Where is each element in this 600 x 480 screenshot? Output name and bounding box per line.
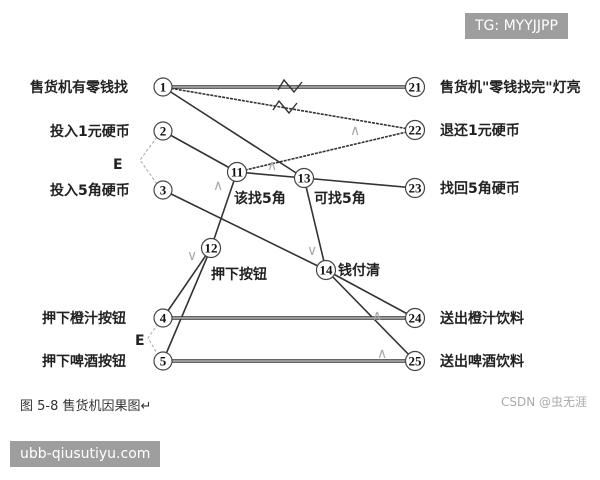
node-2: [153, 121, 173, 141]
node-13: [293, 167, 315, 189]
node-11: [226, 161, 248, 183]
node-21-id: 21: [409, 80, 422, 95]
effect-labels: 售货机"零钱找完"灯亮 退还1元硬币 找回5角硬币 送出橙汁饮料 送出啤酒饮料: [439, 79, 581, 370]
node-1-id: 1: [160, 80, 167, 95]
edge-1-13: [162, 86, 305, 179]
intermediate-label-11: 该找5角: [234, 190, 286, 207]
node-3: [153, 180, 173, 200]
node-4: [153, 308, 173, 328]
node-22: [404, 119, 426, 141]
and-symbol-13: ∧: [213, 178, 223, 194]
effect-label-21: 售货机"零钱找完"灯亮: [439, 79, 581, 96]
exclusive-constraint-4-5: [147, 323, 159, 356]
edge-12-5: [162, 247, 212, 362]
not-symbol-1-21: [277, 78, 303, 94]
node-3-id: 3: [160, 183, 167, 198]
or-symbol-12: ∨: [187, 248, 197, 264]
node-12-id: 12: [205, 241, 218, 256]
edges: [139, 78, 416, 363]
edge-1-22: [162, 86, 416, 131]
edge-14-24: [325, 269, 416, 319]
intermediate-label-12: 押下按钮: [211, 266, 267, 283]
effect-label-23: 找回5角硬币: [440, 180, 520, 197]
edge-13-14: [303, 177, 327, 271]
node-13-id: 13: [298, 171, 312, 186]
exclusive-label-4-5: E: [135, 333, 145, 349]
cause-labels: 售货机有零钱找 投入1元硬币 投入5角硬币 押下橙汁按钮 押下啤酒按钮: [29, 79, 130, 370]
effect-label-22: 退还1元硬币: [440, 122, 520, 139]
edge-3-14: [162, 189, 327, 271]
node-5-id: 5: [160, 354, 167, 369]
node-1: [153, 77, 173, 97]
node-25-id: 25: [409, 354, 423, 369]
effect-label-25: 送出啤酒饮料: [439, 353, 524, 370]
node-23: [404, 177, 426, 199]
node-14-id: 14: [320, 263, 334, 278]
edge-12-4: [162, 247, 212, 319]
edge-13-23: [303, 177, 416, 189]
node-14: [315, 259, 337, 281]
cause-label-2: 投入1元硬币: [50, 124, 130, 140]
and-symbol-22: ∧: [350, 123, 360, 139]
and-symbol-11: ∧: [267, 158, 277, 174]
credit-watermark: CSDN @虫无涯: [501, 395, 587, 409]
not-symbol-1-22: [272, 99, 298, 115]
and-symbol-24: ∧: [372, 308, 382, 324]
effect-label-24: 送出橙汁饮料: [439, 310, 524, 327]
bottom-watermark: ubb-qiusutiyu.com: [10, 441, 161, 467]
cause-nodes: 1 2 3 4 5: [153, 77, 173, 371]
node-11-id: 11: [231, 165, 243, 180]
effect-nodes: 21 22 23 24 25: [404, 76, 426, 372]
edge-11-13: [236, 171, 305, 179]
edge-2-11: [162, 130, 238, 173]
node-4-id: 4: [160, 311, 167, 326]
cause-label-1: 售货机有零钱找: [29, 79, 128, 96]
cause-label-5: 押下啤酒按钮: [42, 353, 126, 370]
node-25: [404, 350, 426, 372]
cause-label-4: 押下橙汁按钮: [42, 310, 126, 327]
edge-14-25: [325, 269, 416, 362]
intermediate-label-14: 钱付清: [338, 262, 380, 279]
node-2-id: 2: [160, 124, 167, 139]
top-watermark: TG: MYYJJPP: [465, 13, 568, 39]
intermediate-nodes: 11 13 12 14 该找5角 可找5角 押下按钮 钱付清: [200, 161, 380, 283]
node-23-id: 23: [409, 181, 423, 196]
node-24-id: 24: [409, 311, 423, 326]
edge-11-22: [236, 129, 416, 173]
exclusive-constraint-2-3: [139, 136, 158, 185]
cause-label-3: 投入5角硬币: [50, 182, 130, 199]
node-22-id: 22: [409, 123, 422, 138]
or-symbol-14: ∨: [307, 243, 317, 259]
exclusive-label-2-3: E: [113, 157, 123, 173]
figure-caption: 图 5-8 售货机因果图↵: [20, 398, 151, 414]
node-21: [404, 76, 426, 98]
edge-11-12: [210, 171, 238, 249]
intermediate-label-13: 可找5角: [314, 190, 366, 207]
node-5: [153, 351, 173, 371]
node-12: [200, 237, 222, 259]
and-symbol-25: ∧: [377, 346, 387, 362]
node-24: [404, 307, 426, 329]
